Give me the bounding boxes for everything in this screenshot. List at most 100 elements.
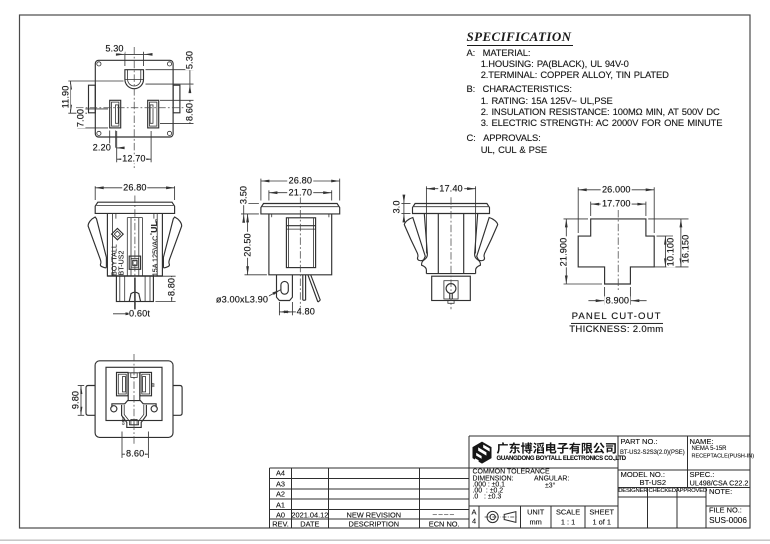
dim-top-ground-height: 5.30 [184, 49, 195, 71]
approved-label: APPROVED [675, 488, 708, 495]
view-front [87, 201, 183, 317]
rev-header-rev: REV. [272, 518, 289, 528]
company-name-en: GUANGDONG BOYTALL ELECTRONICS CO.,LTD [496, 456, 627, 463]
file-no-label: FILE NO.: [709, 505, 742, 515]
tolerance-row-1: .000 : ±0.1 [472, 481, 506, 489]
table-grid [269, 435, 750, 528]
dim-side-body-height: 20.50 [241, 232, 253, 258]
dimension-label: DIMENSION: [472, 475, 514, 483]
rev-header-date: DATE [300, 518, 320, 528]
view-cutout [577, 218, 655, 285]
rev-row-label: A3 [275, 479, 286, 489]
marking-model: BT-US2 [118, 250, 125, 276]
view-top [87, 59, 181, 138]
dim-bottom-tab-height: 9.80 [70, 390, 81, 411]
dim-side-body-width: 21.70 [287, 187, 314, 198]
dim-front-pin-thickness: 0.60t [128, 308, 151, 319]
name-label: NAME: [689, 436, 714, 446]
name-value-line1: NEMA 5-15R [691, 446, 727, 453]
marking-ul-us: us [154, 219, 159, 224]
cutout-title: PANEL CUT-OUT [570, 312, 663, 325]
spec-value: UL498/CSA C22.2 [689, 477, 749, 487]
checked-label: CHECKED [648, 488, 676, 495]
dim-top-slot-width: 2.20 [91, 142, 112, 153]
projection-symbol-icon [484, 510, 518, 524]
sheet-label: SHEET [589, 506, 615, 516]
part-no-value: BT-US2-S2S3(2.0)(PSE) [619, 448, 685, 456]
spec-item: 1. RATING: 15A 125V~ UL,PSE [480, 95, 613, 106]
dim-front-width: 26.80 [122, 182, 148, 193]
dim-top-outer-height: 11.90 [60, 84, 71, 110]
sheet-value: 1 of 1 [592, 516, 611, 526]
dim-cutout-side-height: 10.100 [665, 236, 676, 267]
dim-side-width: 26.80 [287, 175, 314, 186]
rev-row-label: A1 [275, 499, 286, 509]
view-bottom-dims [77, 385, 149, 458]
company-logo-icon [472, 441, 492, 464]
dim-top-slot-pitch: 12.70 [121, 153, 147, 164]
dim-top-ground-width: 5.30 [104, 43, 125, 54]
dim-bottom-mouth-width: 8.60 [125, 448, 146, 459]
dim-side-flange-thickness: 3.50 [238, 184, 249, 205]
designer-label: DESIGNER [618, 488, 648, 495]
dim-cutout-width: 26.000 [600, 184, 632, 195]
dim-top-slot-height: 8.60 [183, 101, 195, 123]
tolerance-title: COMMON TOLERANCE [472, 468, 550, 476]
rev-header-ecn: ECN NO. [428, 518, 460, 528]
rev-ecn: –––– [432, 509, 456, 519]
rev-row-label: A4 [275, 468, 286, 478]
spec-item: 2. INSULATION RESISTANCE: 100MΩ MIN, AT … [480, 106, 720, 118]
rev-date: 2021.04.12 [291, 509, 329, 519]
spec-section-a: A:MATERIAL: [466, 46, 531, 58]
dim-cutout-height: 21.900 [557, 236, 569, 267]
dim-cutout-notch-width: 8.900 [604, 295, 631, 306]
company-name-cn-glyphs [496, 442, 616, 454]
spec-item: 2.TERMINAL: COPPER ALLOY, TIN PLATED [480, 69, 669, 81]
dim-top-slot-offset: 7.00 [75, 107, 86, 129]
rev-description: NEW REVISION [346, 509, 402, 519]
page-border [18, 14, 751, 529]
unit-value: mm [529, 516, 542, 526]
tolerance-row-2: .00 : ±0.2 [472, 487, 504, 495]
marking-rating: 15A 125VAC [152, 236, 160, 277]
note-label: NOTE: [709, 487, 733, 497]
part-no-label: PART NO.: [620, 437, 658, 447]
paper-size-digit: 4 [471, 515, 477, 525]
paper-size-letter: A [471, 506, 477, 516]
spec-item: 1.HOUSING: PA(BLACK), UL 94V-0 [480, 58, 629, 70]
spec-label: SPEC.: [689, 470, 715, 479]
spec-title: SPECIFICATION [466, 28, 574, 46]
view-side [260, 202, 341, 303]
spec-item: 3. ELECTRIC STRENGTH: AC 2000V FOR ONE M… [480, 117, 723, 129]
dim-end-flange-thickness: 3.0 [390, 199, 402, 215]
model-no-label: MODEL NO.: [620, 470, 665, 479]
dim-front-base-height: 8.80 [166, 277, 177, 298]
marking-ul-c: c [147, 232, 153, 235]
model-no-value: BT-US2 [639, 477, 667, 487]
scale-label: SCALE [555, 506, 581, 516]
unit-label: UNIT [527, 506, 545, 516]
dim-side-hole: ø3.00xL3.90 [214, 294, 270, 305]
rev-header-description: DESCRIPTION [348, 518, 400, 528]
rev-row-label: A0 [275, 509, 286, 519]
spec-section-c: C:APPROVALS: [466, 131, 541, 143]
dim-cutout-top-width: 17.700 [600, 198, 632, 209]
spec-section-b: B:CHARACTERISTICS: [466, 83, 572, 95]
spec-item: UL, CUL & PSE [480, 143, 548, 155]
file-no-value: SUS-0006 [709, 515, 747, 525]
angular-value: ±3° [545, 482, 556, 490]
dim-cutout-right-height: 16.150 [680, 234, 691, 265]
marking-grd: GRD [121, 416, 126, 425]
angular-label: ANGULAR: [534, 475, 570, 483]
name-value-line2: RECEPTACLE(PUSH-IN) [691, 453, 755, 460]
dim-side-pin-span: 4.80 [295, 306, 316, 317]
tolerance-row-3: .0 : ±0.3 [472, 493, 502, 501]
cutout-thickness: THICKNESS: 2.0mm [569, 324, 664, 336]
dim-end-wing-span: 17.40 [438, 183, 464, 194]
scale-value: 1 : 1 [560, 516, 576, 526]
view-top-centerlines [76, 47, 186, 168]
rev-row-label: A2 [275, 489, 286, 499]
view-top-dims [68, 51, 194, 163]
